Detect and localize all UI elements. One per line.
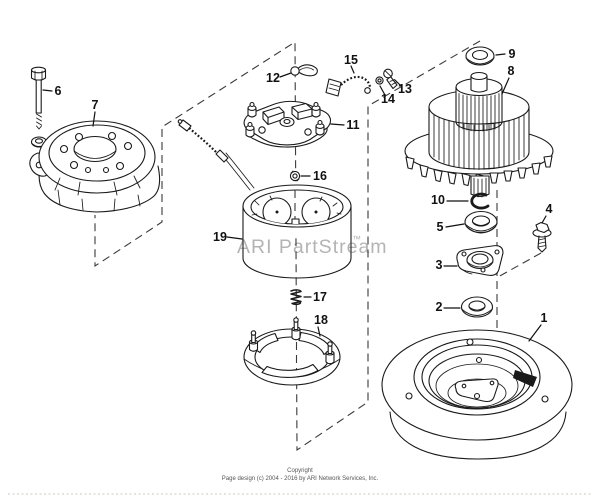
callout-13[interactable]: 13 — [398, 82, 412, 96]
watermark: ARI PartStream ™ — [237, 234, 388, 258]
callout-6[interactable]: 6 — [55, 84, 62, 98]
part-13-screw[interactable] — [383, 68, 398, 90]
callout-2[interactable]: 2 — [436, 300, 443, 314]
callout-5[interactable]: 5 — [437, 220, 444, 234]
part-18-end-ring[interactable] — [243, 317, 341, 386]
footer-copyright-line1: Copyright — [287, 468, 313, 474]
assembly-axis-lines — [94, 40, 542, 452]
callout-10[interactable]: 10 — [431, 193, 445, 207]
callout-14[interactable]: 14 — [381, 92, 395, 106]
part-2-bearing[interactable] — [460, 296, 494, 318]
watermark-tm: ™ — [352, 234, 361, 244]
part-1-housing[interactable] — [381, 329, 573, 460]
part-7-end-cap[interactable] — [29, 120, 161, 213]
part-8-armature[interactable] — [404, 71, 554, 198]
callout-numbers: 1 2 3 4 5 6 7 8 9 10 11 12 13 14 15 16 1… — [55, 47, 553, 327]
part-4-bolt[interactable] — [532, 221, 552, 253]
footer-copyright-line2: Page design (c) 2004 - 2016 by ARI Netwo… — [222, 476, 379, 482]
part-10-snap-ring[interactable] — [470, 192, 490, 210]
watermark-text: ARI PartStream — [237, 236, 388, 258]
part-11-brush-plate[interactable] — [243, 100, 332, 148]
callout-15[interactable]: 15 — [344, 53, 358, 67]
callout-12[interactable]: 12 — [266, 71, 280, 85]
callout-1[interactable]: 1 — [541, 311, 548, 325]
callout-9[interactable]: 9 — [509, 47, 516, 61]
callout-17[interactable]: 17 — [313, 290, 327, 304]
callout-11[interactable]: 11 — [346, 118, 359, 132]
part-12-brush-clip[interactable] — [290, 64, 318, 77]
leader-lines — [42, 53, 547, 342]
part-9-bearing[interactable] — [465, 46, 495, 66]
part-15-brush[interactable] — [325, 75, 371, 97]
part-14-washer[interactable] — [375, 76, 384, 85]
callout-4[interactable]: 4 — [546, 202, 553, 216]
brush-plate-posts — [245, 101, 325, 138]
callout-16[interactable]: 16 — [313, 169, 327, 183]
part-3-retainer[interactable] — [456, 245, 504, 276]
callout-3[interactable]: 3 — [436, 258, 443, 272]
callout-18[interactable]: 18 — [314, 313, 328, 327]
callout-7[interactable]: 7 — [92, 98, 99, 112]
callout-8[interactable]: 8 — [508, 64, 515, 78]
part-19-starter-frame[interactable] — [177, 119, 352, 279]
brush-boxes — [262, 102, 313, 126]
callout-19[interactable]: 19 — [213, 230, 227, 244]
part-16-nut[interactable] — [289, 170, 301, 182]
ring-studs — [248, 317, 335, 365]
part-17-spring[interactable] — [290, 289, 302, 306]
footer: Copyright Page design (c) 2004 - 2016 by… — [222, 468, 379, 482]
part-6-bolt[interactable] — [30, 66, 48, 148]
part-5-spacer[interactable] — [464, 210, 498, 234]
